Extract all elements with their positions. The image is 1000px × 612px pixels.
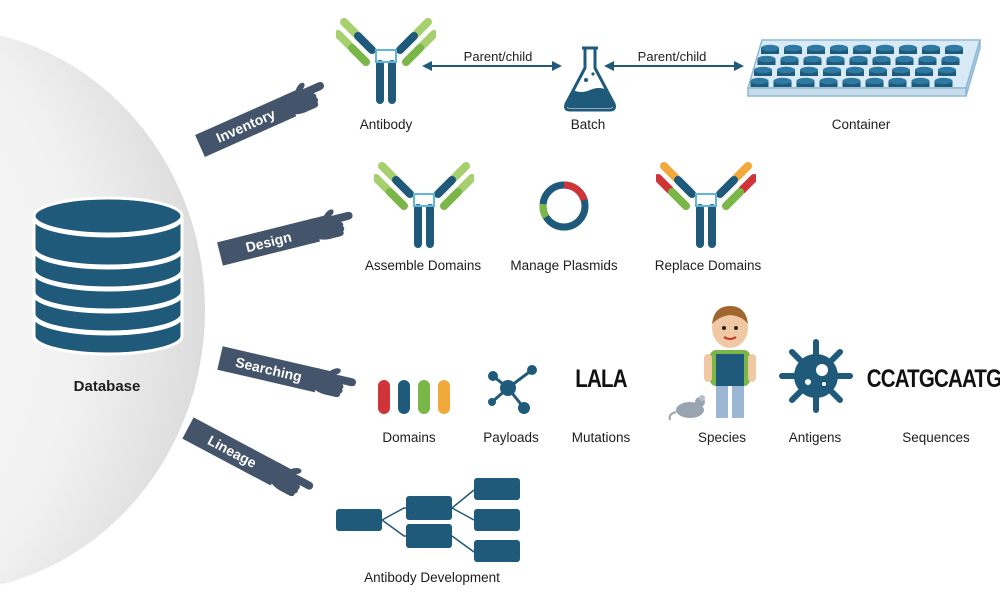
inventory-arm[interactable]: Inventory — [193, 73, 336, 163]
payload-molecule-icon — [488, 365, 537, 414]
payloads-label: Payloads — [483, 430, 539, 445]
pointing-hand-icon — [269, 462, 314, 497]
parent-child-arrow — [604, 61, 744, 71]
species-person-mouse-icon — [668, 306, 756, 421]
pointing-hand-icon — [310, 209, 353, 240]
replace-domains-label: Replace Domains — [654, 258, 762, 273]
database-label: Database — [73, 378, 141, 395]
database-icon — [32, 196, 184, 356]
antigen-virus-icon — [779, 339, 853, 413]
plasmid-icon — [539, 181, 589, 231]
batch-label: Batch — [570, 117, 606, 132]
parent-child-arrow — [422, 61, 562, 71]
container-plate-icon — [747, 39, 981, 97]
antibody-label: Antibody — [359, 117, 413, 132]
assemble-domains-icon — [374, 162, 474, 248]
container-label: Container — [831, 117, 891, 132]
mutation-text: LALA — [575, 365, 627, 393]
domains-label: Domains — [382, 430, 436, 445]
pointing-hand-icon — [311, 367, 356, 398]
antigens-label: Antigens — [788, 430, 842, 445]
sequences-label: Sequences — [902, 430, 970, 445]
relation-label-2: Parent/child — [637, 49, 707, 64]
flask-icon — [564, 46, 616, 112]
lineage-arm[interactable]: Lineage — [180, 412, 321, 510]
design-arm[interactable]: Design — [216, 203, 361, 272]
antibody-development-label: Antibody Development — [364, 570, 500, 585]
lineage-tree-diagram — [336, 478, 520, 562]
mutations-label: Mutations — [571, 430, 631, 445]
searching-arm[interactable]: Searching — [216, 340, 361, 407]
sequence-text: CCATGCAATG — [866, 365, 1000, 393]
pointing-hand-icon — [282, 82, 325, 115]
manage-plasmids-label: Manage Plasmids — [510, 258, 618, 273]
assemble-domains-label: Assemble Domains — [364, 258, 482, 273]
species-label: Species — [697, 430, 747, 445]
domains-icon — [378, 380, 450, 414]
relation-label-1: Parent/child — [463, 49, 533, 64]
antibody-icon — [336, 18, 436, 104]
replace-domains-icon — [656, 162, 756, 248]
